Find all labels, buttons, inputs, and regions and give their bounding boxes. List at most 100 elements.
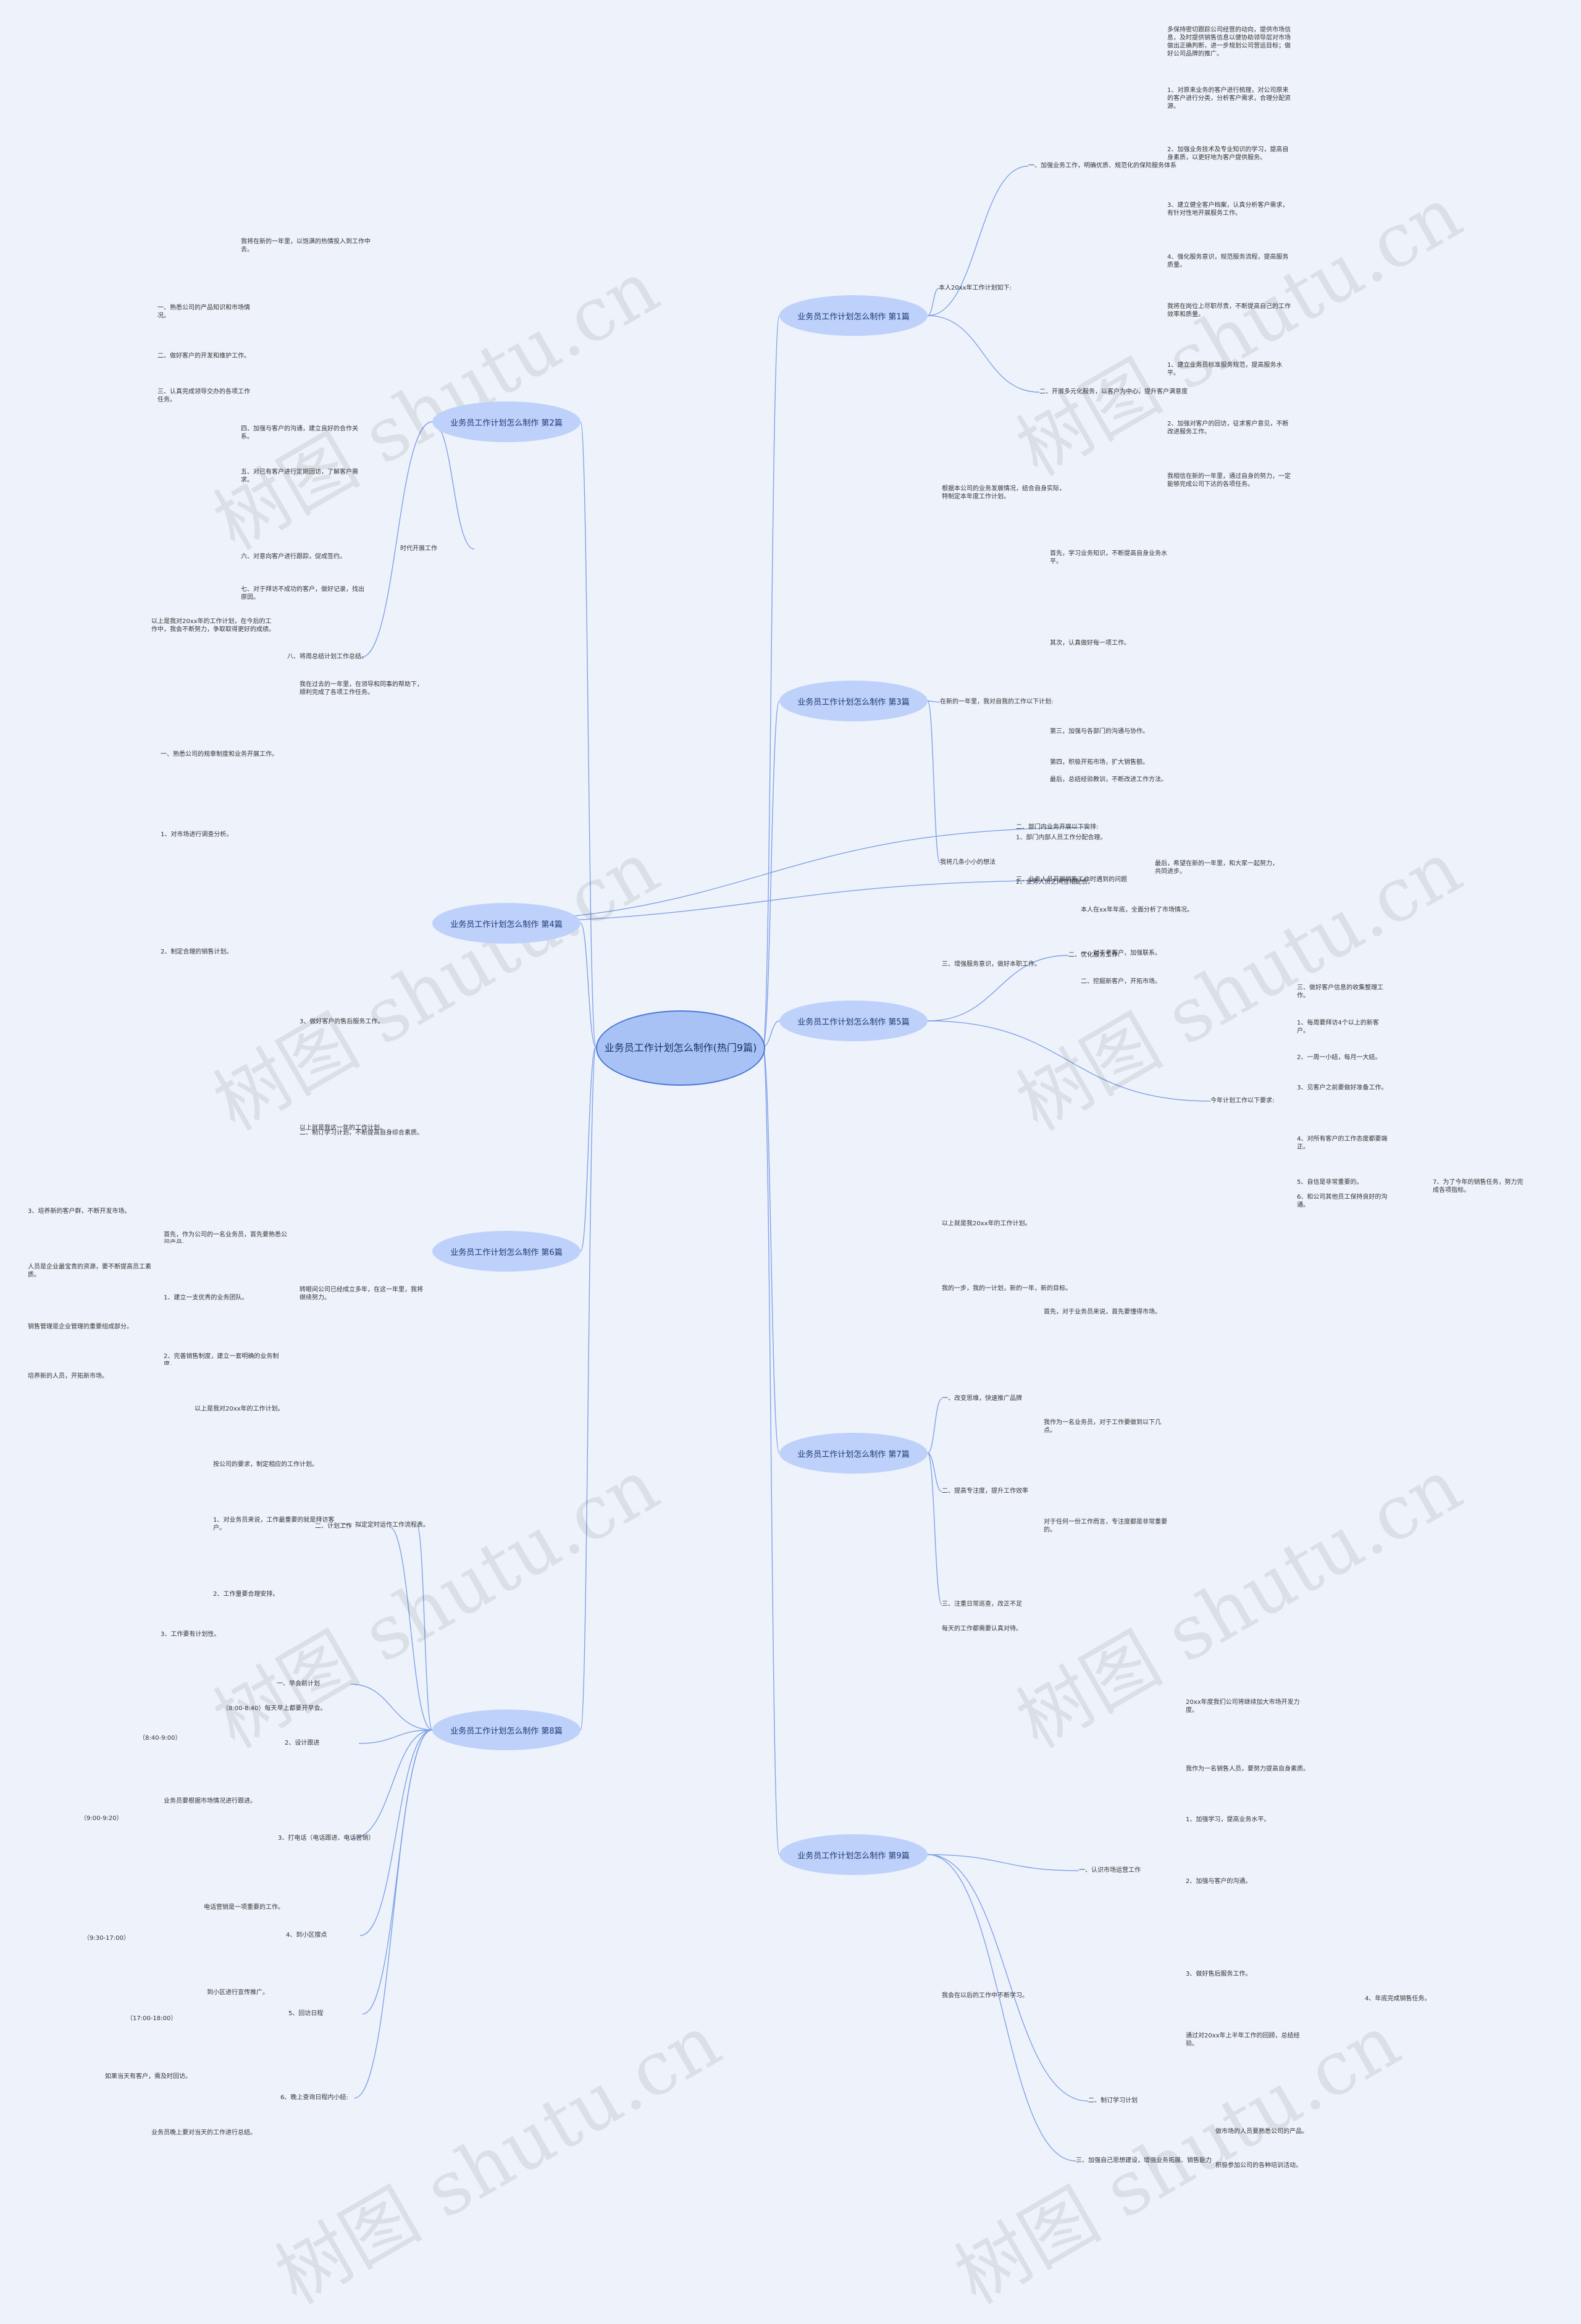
leaf-text: 一、熟悉公司的规章制度和业务开展工作。 [161,751,278,758]
leaf-text: 1、部门内部人员工作分配合理。 [1016,834,1107,841]
sub-topic-label: 我将几条小小的想法 [940,859,996,866]
leaf-text: 一、对于老客户，加强联系。 [1081,950,1161,957]
leaf-text: 通过对20xx年上半年工作的回顾，总结经验。 [1186,2032,1300,2047]
connector [350,1684,433,1730]
leaf-text: 2、一周一小结，每月一大结。 [1297,1054,1382,1061]
sub-topic-label: 在新的一年里，我对自我的工作以下计划: [940,698,1054,705]
leaf-text: 业务员晚上要对当天的工作进行总结。 [151,2129,256,2136]
leaf-text: 以上是我对20xx年的工作计划。 [195,1406,284,1412]
sub-topic-label: 二、部门内业务开展以下安排: [1016,824,1099,831]
leaf-text: 4、年底完成销售任务。 [1365,1995,1431,2002]
branch-node-6[interactable]: 业务员工作计划怎么制作 第6篇 [432,1231,581,1272]
leaf-text: 我将在新的一年里，以饱满的热情投入到工作中去。 [241,238,371,253]
leaf-text: 积极参加公司的各种培训活动。 [1215,2162,1302,2169]
leaf-text: 2、完善销售制度，建立一套明确的业务制度。 [164,1353,279,1365]
branch-node-7[interactable]: 业务员工作计划怎么制作 第7篇 [779,1433,928,1474]
leaf-text: 2、业务人员之间互相配合。 [1016,879,1094,886]
connector [580,1046,597,1252]
branch-node-4[interactable]: 业务员工作计划怎么制作 第4篇 [432,903,581,944]
sub-topic-label: 一、早会前计划 [277,1680,320,1687]
leaf-text: 销售管理是企业管理的重要组成部分。 [28,1324,133,1330]
branch-node-1[interactable]: 业务员工作计划怎么制作 第1篇 [779,295,928,336]
connector [927,166,1029,316]
connector-lines [350,166,1211,2162]
connector [580,421,597,1047]
leaf-text: 电话营销是一项重要的工作。 [204,1904,284,1911]
connector [351,1729,433,1839]
connector [762,700,780,1047]
leaf-text: 1、建立业务员标准服务规范，提高服务水平。 [1167,362,1283,377]
leaf-text: 7、为了今年的销售任务，努力完成各项指标。 [1433,1179,1524,1194]
leaf-text: 首先，学习业务知识，不断提高自身业务水平。 [1050,550,1167,565]
leaf-text: 4、对所有客户的工作态度都要端正。 [1297,1136,1388,1151]
leaf-text: 3、建立健全客户档案，认真分析客户需求，有针对性地开展服务工作。 [1167,202,1289,217]
leaf-text: 1、对业务员来说，工作最重要的就是拜访客户。 [213,1517,335,1532]
connector [416,1525,433,1730]
branch-title: 业务员工作计划怎么制作 第4篇 [450,920,563,929]
connector [927,1020,1211,1102]
leaf-text: 20xx年度我们公司将继续加大市场开发力度。 [1186,1699,1300,1714]
leaf-text: 2、加强业务技术及专业知识的学习，提高自身素质，以更好地为客户提供服务。 [1167,146,1289,161]
leaf-text: 多保持密切跟踪公司经营的动向，提供市场信息，及时提供销售信息以便协助领导层对市场… [1167,27,1291,57]
leaf-text: 最后，总结经验教训，不断改进工作方法。 [1050,776,1167,783]
leaf-text: 1、对市场进行调查分析。 [161,831,233,838]
sub-topic-label: 三、注重日常巡查，改正不足 [942,1601,1022,1608]
leaf-text: （9:30-17:00） [83,1935,130,1942]
root-node[interactable]: 业务员工作计划怎么制作(热门9篇) [596,1010,765,1086]
connector [358,1729,433,1744]
leaf-text: 二、做好客户的开发和维护工作。 [157,353,250,359]
leaf-text: 每天的工作都需要认真对待。 [942,1626,1022,1632]
sub-topic-label: 八、将周总结计划工作总结。 [287,653,367,660]
leaf-text: 我会在以后的工作中不断学习。 [942,1992,1028,1999]
sub-topic-label: 2、设计跟进 [285,1740,320,1747]
leaf-text: 第三，加强与各部门的沟通与协作。 [1050,728,1149,735]
connector [362,1729,433,2015]
branch-node-9[interactable]: 业务员工作计划怎么制作 第9篇 [779,1834,928,1875]
connector [927,1398,942,1454]
branch-node-3[interactable]: 业务员工作计划怎么制作 第3篇 [779,681,928,721]
leaf-text: （17:00-18:00） [127,2015,177,2022]
leaf-text: 三、做好客户信息的收集整理工作。 [1297,984,1383,999]
leaf-text: 本人在xx年年底，全面分析了市场情况。 [1081,907,1193,913]
leaf-text: 6、和公司其他员工保持良好的沟通。 [1297,1194,1388,1209]
leaf-text: 我作为一名业务员，对于工作要做到以下几点。 [1044,1419,1161,1434]
leaf-text: 转眼间公司已经成立多年，在这一年里，我将继续努力。 [300,1286,423,1301]
leaf-text: 3、培养新的客户群，不断开发市场。 [28,1208,131,1215]
leaf-text: 一、熟悉公司的产品知识和市场情况。 [157,304,250,319]
leaf-text: 二、挖掘新客户，开拓市场。 [1081,978,1161,985]
sub-topic-label: 6、晚上查询日程内小结: [280,2094,348,2101]
connector [354,1729,433,2099]
sub-topic-label: 一、加强业务工作，明确优质、规范化的保险服务体系 [1028,162,1176,169]
leaf-text: 最后，希望在新的一年里，和大家一起努力，共同进步。 [1155,860,1278,875]
sub-topic-label: 三、加强自己思想建设，增强业务拓展、销售能力 [1076,2157,1212,2164]
connector [927,1854,1076,2162]
sub-topic-label: 二、优化服务工作: [1068,952,1120,959]
connector [927,1453,942,1492]
leaf-text: 到小区进行宣传推广。 [207,1989,269,1996]
sub-topic-label: 3、打电话（电话跟进、电话营销） [278,1835,375,1842]
leaf-text: 三、认真完成领导交办的各项工作任务。 [157,388,250,403]
branch-node-5[interactable]: 业务员工作计划怎么制作 第5篇 [779,1000,928,1041]
connector [927,288,939,316]
leaf-text: 1、建立一支优秀的业务团队。 [164,1294,248,1301]
connector [361,421,433,658]
sub-topic-label: 二、提高专注度，提升工作效率 [942,1488,1028,1495]
sub-topic-label: 三、业务人员开展销售工作时遇到的问题 [1016,876,1127,883]
branch-node-2[interactable]: 业务员工作计划怎么制作 第2篇 [432,401,581,442]
sub-topic-label: 5、回访日程 [288,2010,324,2017]
leaf-text: 五、对已有客户进行定期回访，了解客户需求。 [241,469,358,484]
leaf-text: 3、做好客户的售后服务工作。 [300,1018,384,1025]
leaf-text: 对于任何一份工作而言，专注度都是非常重要的。 [1044,1519,1167,1533]
leaf-text: 我作为一名销售人员，要努力提高自身素质。 [1186,1766,1309,1772]
leaf-text: 二、制订学习计划，不断提高自身综合素质。 [300,1130,423,1136]
branch-title: 业务员工作计划怎么制作 第7篇 [797,1449,910,1459]
leaf-text: 4、强化服务意识，规范服务流程，提高服务质量。 [1167,254,1289,269]
leaf-text: （9:00-9:20） [80,1815,123,1822]
leaf-text: （8:00-8:40）每天早上都要开早会。 [222,1705,327,1712]
branch-title: 业务员工作计划怎么制作 第1篇 [797,312,910,322]
branch-node-8[interactable]: 业务员工作计划怎么制作 第8篇 [432,1709,581,1750]
leaf-text: 5、自信是非常重要的。 [1297,1179,1363,1186]
leaf-text: 3、工作要有计划性。 [161,1631,220,1638]
leaf-text: 我将在岗位上尽职尽责，不断提高自己的工作效率和质量。 [1167,303,1291,318]
branch-title: 业务员工作计划怎么制作 第3篇 [797,697,910,707]
